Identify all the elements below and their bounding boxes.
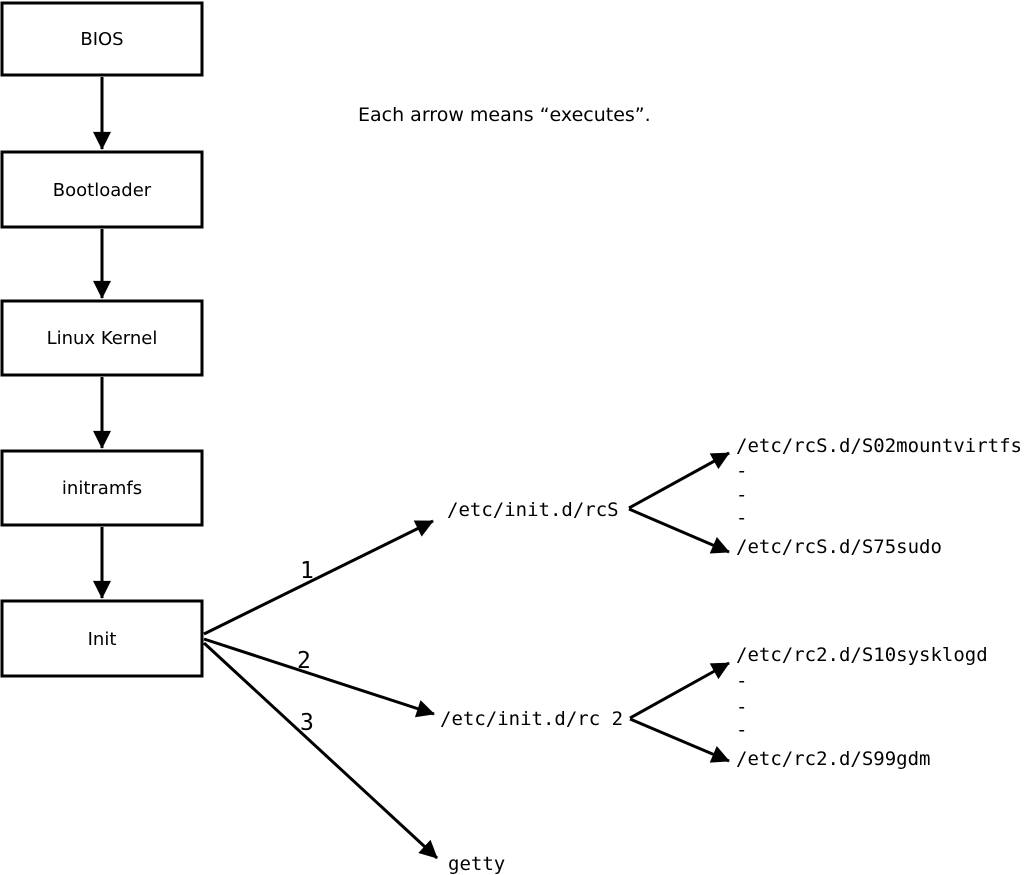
rc2-first-script: /etc/rc2.d/S10sysklogd xyxy=(736,644,988,666)
rc2-dot-3: - xyxy=(736,719,747,741)
branch-3-number: 3 xyxy=(300,710,314,736)
bios-box xyxy=(0,1,204,77)
bios-label: BIOS xyxy=(80,29,123,50)
arrow-init-to-getty xyxy=(202,641,439,860)
rc2-dot-1: - xyxy=(736,670,747,692)
getty-label: getty xyxy=(448,853,505,875)
rcs-script-label: /etc/init.d/rcS xyxy=(447,499,619,521)
rcs-dot-2: - xyxy=(736,484,747,506)
arrow-rc2-to-first-script xyxy=(629,661,730,720)
rcs-dot-3: - xyxy=(736,507,747,529)
linux-kernel-label: Linux Kernel xyxy=(47,328,158,349)
arrow-rc2-to-last-script xyxy=(629,717,730,763)
arrow-init-to-rc2 xyxy=(203,637,435,718)
rc2-dot-2: - xyxy=(736,696,747,718)
init-label: Init xyxy=(88,629,117,650)
linux-kernel-box xyxy=(0,299,204,377)
rcs-last-script: /etc/rcS.d/S75sudo xyxy=(736,536,942,558)
arrow-rcs-to-first-script xyxy=(628,451,730,510)
rc2-script-label: /etc/init.d/rc 2 xyxy=(440,708,623,730)
diagram-caption: Each arrow means “executes”. xyxy=(358,104,651,126)
branch-2-number: 2 xyxy=(297,648,311,674)
rc2-last-script: /etc/rc2.d/S99gdm xyxy=(736,748,930,770)
initramfs-label: initramfs xyxy=(62,478,142,499)
rcs-dot-1: - xyxy=(736,460,747,482)
branch-1-number: 1 xyxy=(300,558,314,584)
initramfs-box xyxy=(0,449,204,527)
bootloader-label: Bootloader xyxy=(53,180,152,201)
bootloader-box xyxy=(0,150,204,229)
arrow-init-to-rcs xyxy=(203,519,434,636)
init-box xyxy=(0,599,204,678)
arrow-rcs-to-last-script xyxy=(628,507,730,554)
rcs-first-script: /etc/rcS.d/S02mountvirtfs xyxy=(736,435,1022,457)
